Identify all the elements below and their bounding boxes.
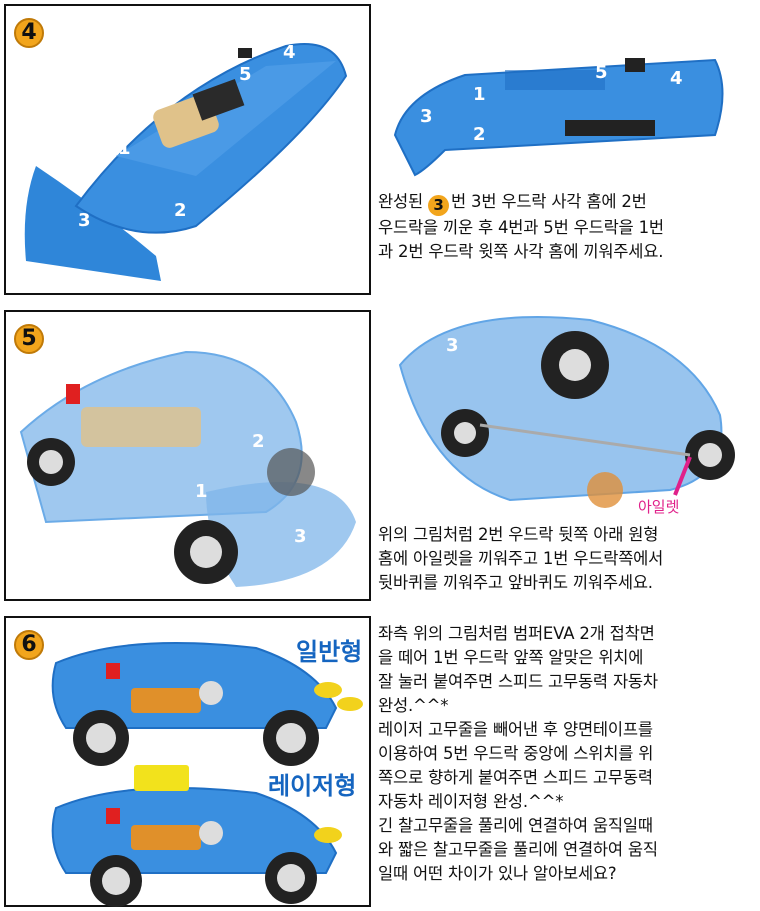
instruction-lead: 완성된: [378, 192, 423, 211]
part-label: 3: [78, 210, 91, 231]
step-6-panel: 6 일반형 레이저형: [4, 616, 371, 907]
instruction-line: 홈에 아일렛을 끼워주고 1번 우드락쪽에서: [378, 549, 664, 568]
step-5-underside-illustration: 3: [398, 316, 735, 508]
part-label: 2: [252, 431, 265, 452]
part-label: 2: [473, 124, 486, 145]
instruction-line: 레이저 고무줄을 빼어낸 후 양면테이프를: [378, 720, 653, 739]
step-number-badge: 6: [14, 630, 44, 660]
instruction-line: 뒷바퀴를 끼워주고 앞바퀴도 끼워주세요.: [378, 573, 653, 592]
part-label: 5: [239, 64, 252, 85]
part-label: 1: [473, 84, 486, 105]
inline-step-badge: 3: [428, 195, 449, 216]
step-5-panel: 5 2 1 3: [4, 310, 371, 601]
variant-normal-label: 일반형: [296, 638, 363, 666]
instruction-line: 자동차 레이저형 완성.^^*: [378, 792, 564, 811]
instruction-line: 을 떼어 1번 우드락 앞쪽 알맞은 위치에: [378, 648, 644, 667]
step-4-panel: 4 4 5 1 2 3: [4, 4, 371, 295]
laser-car-illustration: [51, 765, 342, 907]
step-number-badge: 5: [14, 324, 44, 354]
variant-laser-label: 레이저형: [268, 772, 357, 800]
step-4-side-view-illustration: 1 5 4 3 2: [393, 58, 724, 177]
instruction-line: 이용하여 5번 우드락 중앙에 스위치를 위: [378, 744, 654, 763]
instruction-line: 잘 눌러 붙여주면 스피드 고무동력 자동차: [378, 672, 658, 691]
part-label: 1: [195, 481, 208, 502]
step-4-car-assembly-illustration: 4 5 1 2 3: [24, 42, 348, 281]
instruction-line: 과 2번 우드락 윗쪽 사각 홈에 끼워주세요.: [378, 242, 664, 261]
instruction-line: 완성.^^*: [378, 696, 449, 715]
step-6-instructions: 좌측 위의 그림처럼 범퍼EVA 2개 접착면 을 떼어 1번 우드락 앞쪽 알…: [378, 622, 658, 886]
step-5-instructions: 위의 그림처럼 2번 우드락 뒷쪽 아래 원형 홈에 아일렛을 끼워주고 1번 …: [378, 523, 663, 595]
step-number-badge: 4: [14, 18, 44, 48]
step-5-transparent-car-illustration: 2 1 3: [19, 350, 356, 587]
part-label: 3: [420, 106, 433, 127]
instruction-line: 번 3번 우드락 사각 홈에 2번: [451, 192, 647, 211]
instruction-line: 우드락을 끼운 후 4번과 5번 우드락을 1번: [378, 218, 664, 237]
part-label: 1: [118, 138, 131, 159]
part-label: 4: [283, 42, 296, 63]
part-label: 3: [294, 526, 307, 547]
instruction-line: 와 짧은 찰고무줄을 풀리에 연결하여 움직: [378, 840, 658, 859]
instruction-line: 쪽으로 향하게 붙여주면 스피드 고무동력: [378, 768, 653, 787]
part-label: 4: [670, 68, 683, 89]
part-label: 2: [174, 200, 187, 221]
part-label: 5: [595, 62, 608, 83]
instruction-line: 좌측 위의 그림처럼 범퍼EVA 2개 접착면: [378, 624, 655, 643]
instruction-line: 긴 찰고무줄을 풀리에 연결하여 움직일때: [378, 816, 653, 835]
instruction-line: 일때 어떤 차이가 있나 알아보세요?: [378, 864, 617, 883]
instruction-line: 위의 그림처럼 2번 우드락 뒷쪽 아래 원형: [378, 525, 659, 544]
eyelet-label: 아일렛: [638, 498, 680, 516]
part-label: 3: [446, 335, 459, 356]
normal-car-illustration: [51, 642, 363, 766]
